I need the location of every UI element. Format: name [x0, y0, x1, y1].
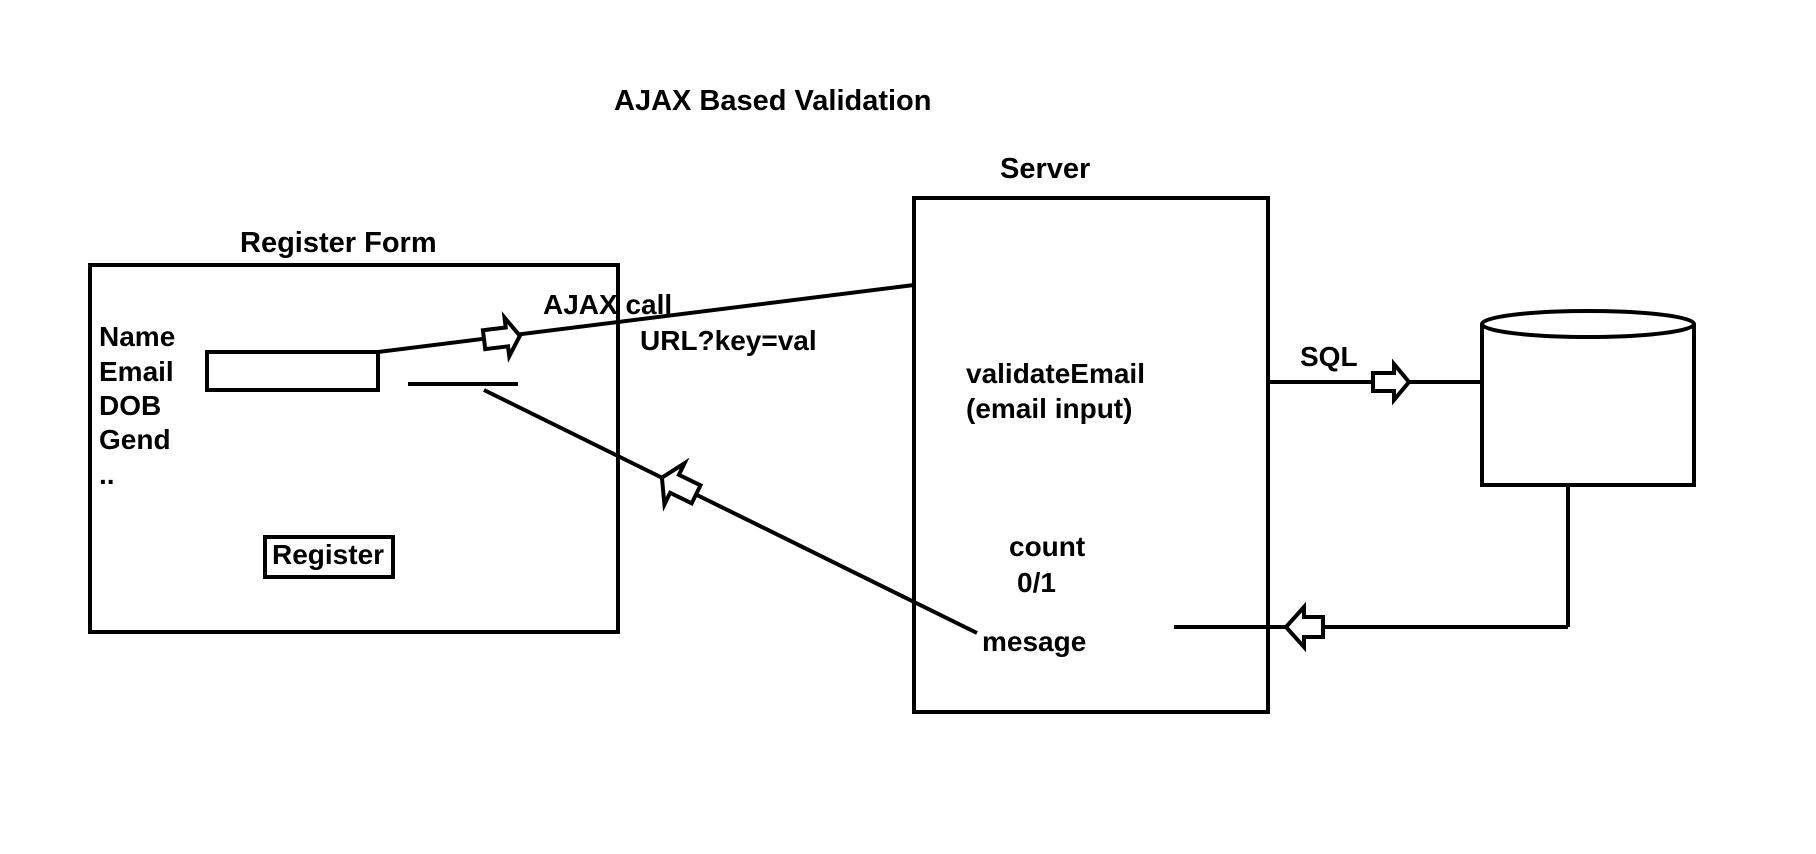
- count-label: count: [1009, 531, 1085, 562]
- register-form-box: [88, 263, 620, 634]
- ajax-call-label: AJAX call: [543, 289, 672, 320]
- sql-arrow-icon: [1371, 358, 1412, 406]
- diagram-title: AJAX Based Validation: [614, 85, 932, 117]
- database-body: [1480, 324, 1696, 487]
- validate-email-label: validateEmail: [966, 358, 1145, 389]
- field-label-more: ..: [99, 459, 115, 490]
- server-label: Server: [1000, 153, 1090, 185]
- database-icon: [1480, 309, 1696, 487]
- db-return-arrow-icon: [1283, 601, 1325, 653]
- register-button-box: [263, 535, 395, 579]
- response-line: [483, 388, 978, 635]
- email-input-box: [205, 350, 380, 392]
- sql-label: SQL: [1300, 341, 1358, 372]
- response-arrow-icon: [659, 457, 704, 512]
- field-label-name: Name: [99, 321, 175, 352]
- register-form-label: Register Form: [240, 227, 437, 259]
- register-button-label: Register: [272, 539, 384, 570]
- message-label: mesage: [982, 626, 1086, 657]
- field-label-email: Email: [99, 356, 174, 387]
- field-label-gender: Gend: [99, 424, 171, 455]
- validate-email-param: (email input): [966, 393, 1132, 424]
- database-top: [1480, 309, 1696, 339]
- url-label: URL?key=val: [640, 325, 817, 356]
- ajax-call-line: [377, 283, 915, 354]
- server-box: [912, 196, 1270, 714]
- ajax-call-arrow-icon: [480, 311, 523, 363]
- field-label-dob: DOB: [99, 390, 161, 421]
- count-value: 0/1: [1017, 567, 1056, 598]
